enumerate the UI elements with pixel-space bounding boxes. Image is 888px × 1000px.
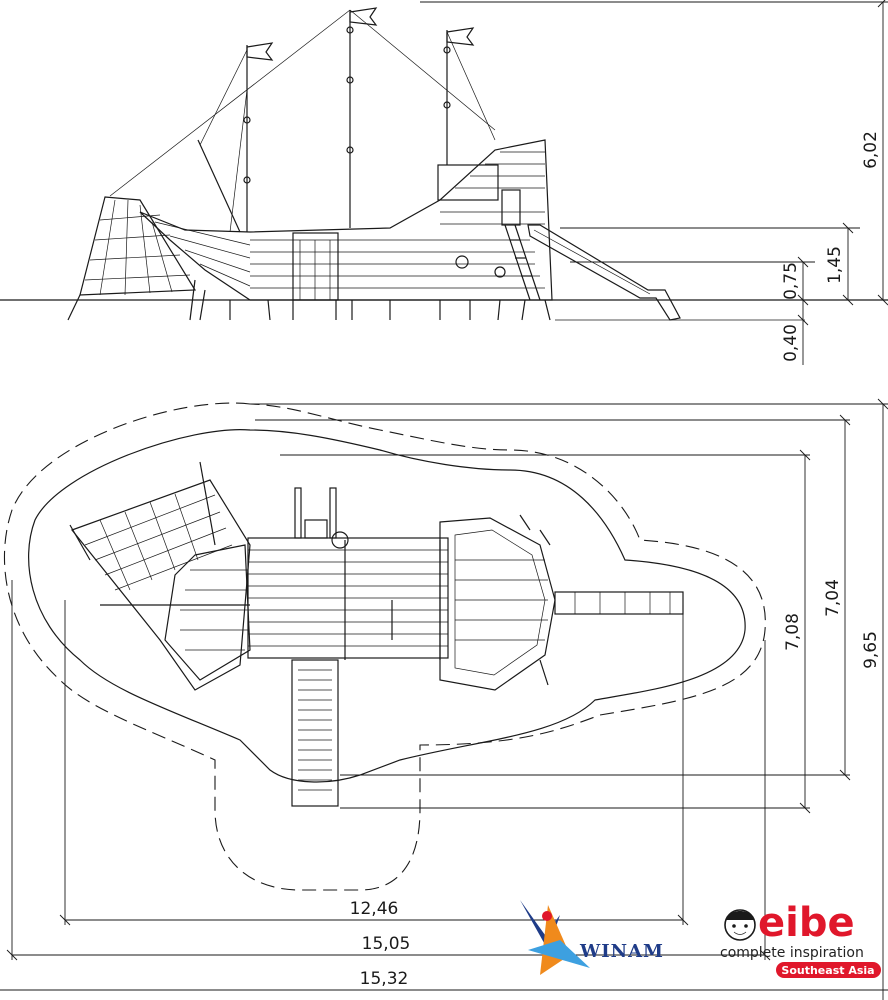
plan-dimensions [0,398,888,1000]
plan-view: 7,04 7,08 9,65 12,46 15,05 15,32 [0,398,888,1000]
dim-total-height: 6,02 [861,131,881,169]
safety-area-inner [28,429,746,783]
dim-inner-width: 7,04 [823,579,843,617]
slide-plan [554,591,684,615]
dim-safety-width: 9,65 [861,631,881,669]
region-text: Southeast Asia [781,964,874,977]
ship-masts [197,10,448,233]
stern-tower [439,514,556,691]
mast-flags [246,7,475,61]
side-elevation: 6,02 1,45 0,75 0,40 [0,0,888,365]
eibe-tagline: complete inspiration [720,945,864,961]
side-ladder [504,224,541,301]
winam-wordmark: WINAM [579,941,664,962]
eibe-logo: eibe complete inspiration Southeast Asia [720,900,881,978]
ramp-plan [291,659,339,807]
bow-net [69,461,251,691]
winam-logo: WINAM [520,900,664,975]
side-dimensions [420,0,888,365]
safety-area-outer [3,402,766,891]
eibe-wordmark: eibe [758,900,855,946]
ship-hull [139,139,553,301]
rigging [109,9,496,233]
main-deck [247,487,449,660]
dim-platform-low: 0,75 [781,262,801,300]
region-badge [776,962,881,978]
dim-foundation: 0,40 [781,324,801,362]
dim-safety-length: 15,05 [362,934,411,954]
dim-equipment-length: 12,46 [350,899,399,919]
dim-total-length: 15,32 [360,969,409,989]
dim-platform-high: 1,45 [825,246,845,284]
climbing-net [79,196,197,296]
bow-deck [164,544,251,681]
dim-equipment-width: 7,08 [783,613,803,651]
